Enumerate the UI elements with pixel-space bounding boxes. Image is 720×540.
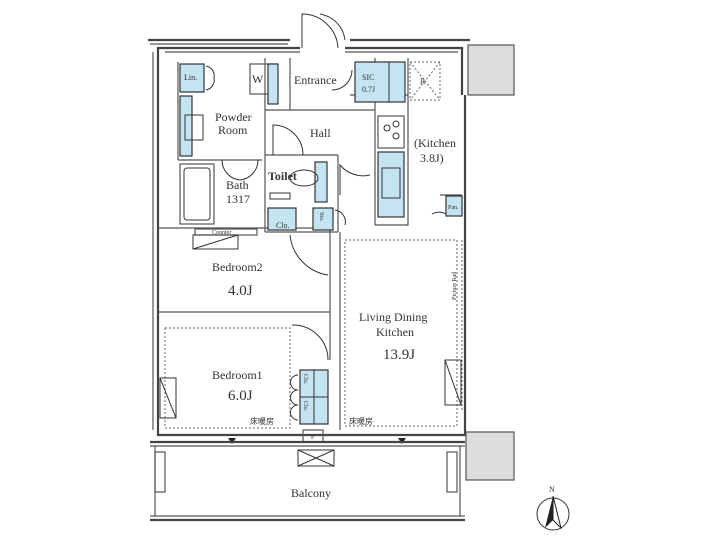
stove [377,115,405,149]
label-closet-b: Clo. [302,401,308,412]
entrance-door [301,13,339,49]
pantry [445,195,463,217]
label-powder-room: Powder [215,110,252,124]
window-bedroom1 [159,377,177,419]
label-powder-room-2: Room [218,123,248,137]
label-kitchen-size: 3.8J) [420,151,444,165]
label-kitchen: (Kitchen [414,136,456,150]
label-ldk-size: 13.9J [383,347,415,363]
refrigerator-space [409,61,441,101]
label-toilet: Toilet [268,169,297,183]
label-floor-heating-ldk: 床暖房 [349,416,373,426]
label-floor-heating-bedroom1: 床暖房 [250,416,274,426]
closet-hall [267,207,297,231]
bedroom1-door [291,324,329,361]
sic-closet [354,61,406,103]
storage [312,207,334,231]
compass-label: N [549,485,555,494]
label-ldk-2: Kitchen [376,325,414,339]
label-bath: Bath [226,178,249,192]
label-linen: Lin. [184,73,197,82]
vanity [179,95,193,157]
label-ldk: Living Dining [359,310,427,324]
bathtub [179,163,215,225]
toilet-bowl [289,169,319,187]
label-storage: Sto. [318,212,324,222]
column-top-right [467,44,515,96]
linen-cabinet [179,63,205,93]
label-refrigerator: R [420,77,426,86]
exterior-wall [156,46,467,437]
label-bedroom2: Bedroom2 [212,260,263,274]
label-pantry: Pan. [448,205,459,211]
north-arrow-icon [545,496,553,528]
label-bedroom1: Bedroom1 [212,368,263,382]
exterior-wall-inner [150,43,458,430]
hall-door [272,124,304,156]
balcony [150,445,465,517]
column-bottom-right [465,431,515,481]
label-bedroom2-size: 4.0J [228,283,253,299]
window-ldk [444,359,462,406]
toilet-tank [314,161,328,203]
label-closet-a: Clo. [302,374,308,385]
label-entrance: Entrance [294,73,337,87]
balcony-rails [150,440,465,522]
label-pipe-space: P [311,435,315,441]
label-sic: SIC [362,73,374,82]
label-washer: W [252,72,264,86]
bedroom2-door [289,234,329,276]
label-bath-size: 1317 [226,192,250,206]
label-counter: Counter [212,230,231,236]
label-sic-size: 0.7J [362,85,375,94]
label-closet-hall: Clo. [276,221,290,230]
label-picture-rail: Picture Rail [452,271,458,300]
evacuation-hatch [297,449,335,467]
floor-heating-ldk [344,239,458,427]
label-hall: Hall [310,126,331,140]
label-bedroom1-size: 6.0J [228,388,253,404]
label-balcony: Balcony [291,486,331,500]
